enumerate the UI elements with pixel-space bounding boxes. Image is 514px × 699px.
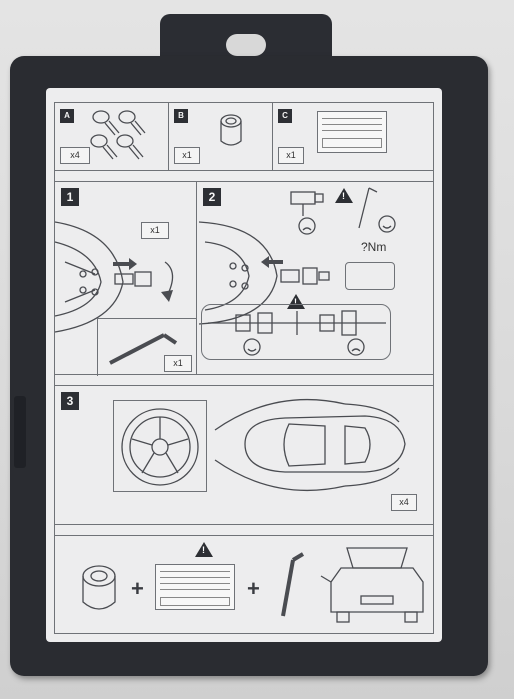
plus-sign: + xyxy=(247,576,260,601)
lock-bolts-icon xyxy=(90,110,146,160)
code-card-icon xyxy=(155,564,235,610)
section-c: C x1 xyxy=(273,103,433,170)
warning-icon xyxy=(195,542,213,557)
plus-sign: + xyxy=(131,576,144,601)
torque-wrench-icon xyxy=(345,262,395,290)
instruction-card: A x4 B x1 xyxy=(46,88,442,642)
drill-vs-wrench-icon xyxy=(290,187,396,235)
car-rear-icon xyxy=(320,547,424,623)
section-b: B x1 xyxy=(169,103,273,170)
instruction-grid: A x4 B x1 xyxy=(54,102,434,634)
wheel-icon xyxy=(54,221,174,333)
wrench-icon xyxy=(109,333,178,365)
qty-step-1-bottom: x1 xyxy=(164,355,192,372)
badge-step-3: 3 xyxy=(61,392,79,410)
torque-label: ?Nm xyxy=(361,240,387,254)
badge-c: C xyxy=(278,109,292,123)
step-1: 1 x1 xyxy=(54,182,197,376)
badge-step-1: 1 xyxy=(61,188,79,206)
qty-a: x4 xyxy=(60,147,90,164)
warning-icon xyxy=(335,188,353,203)
qty-b: x1 xyxy=(174,147,200,164)
step-3: 3 x4 xyxy=(55,385,433,525)
parts-row: A x4 B x1 xyxy=(55,103,433,171)
case-latch[interactable] xyxy=(14,396,26,468)
wheel-icon xyxy=(121,408,199,486)
qty-step-3: x4 xyxy=(391,494,417,511)
hanger-hole xyxy=(226,34,266,56)
tool-alignment-panel xyxy=(201,304,391,360)
badge-a: A xyxy=(60,109,74,123)
key-socket-icon xyxy=(220,114,242,146)
badge-b: B xyxy=(174,109,188,123)
steps-row: 1 x1 xyxy=(54,181,433,376)
wrench-panel: x1 xyxy=(97,318,197,376)
step-2: 2 xyxy=(197,182,433,374)
qty-step-1-top: x1 xyxy=(141,222,169,239)
alignment-icon xyxy=(208,310,386,356)
qty-c: x1 xyxy=(278,147,304,164)
section-a: A x4 xyxy=(55,103,169,170)
warning-icon xyxy=(287,294,305,309)
storage-reminder-row: + + xyxy=(55,535,433,633)
code-card-icon xyxy=(317,111,387,153)
car-top-icon xyxy=(214,398,406,492)
badge-step-2: 2 xyxy=(203,188,221,206)
lock-nut-icon xyxy=(82,565,116,610)
wheel-panel xyxy=(113,400,207,492)
wrench-icon xyxy=(281,552,305,617)
